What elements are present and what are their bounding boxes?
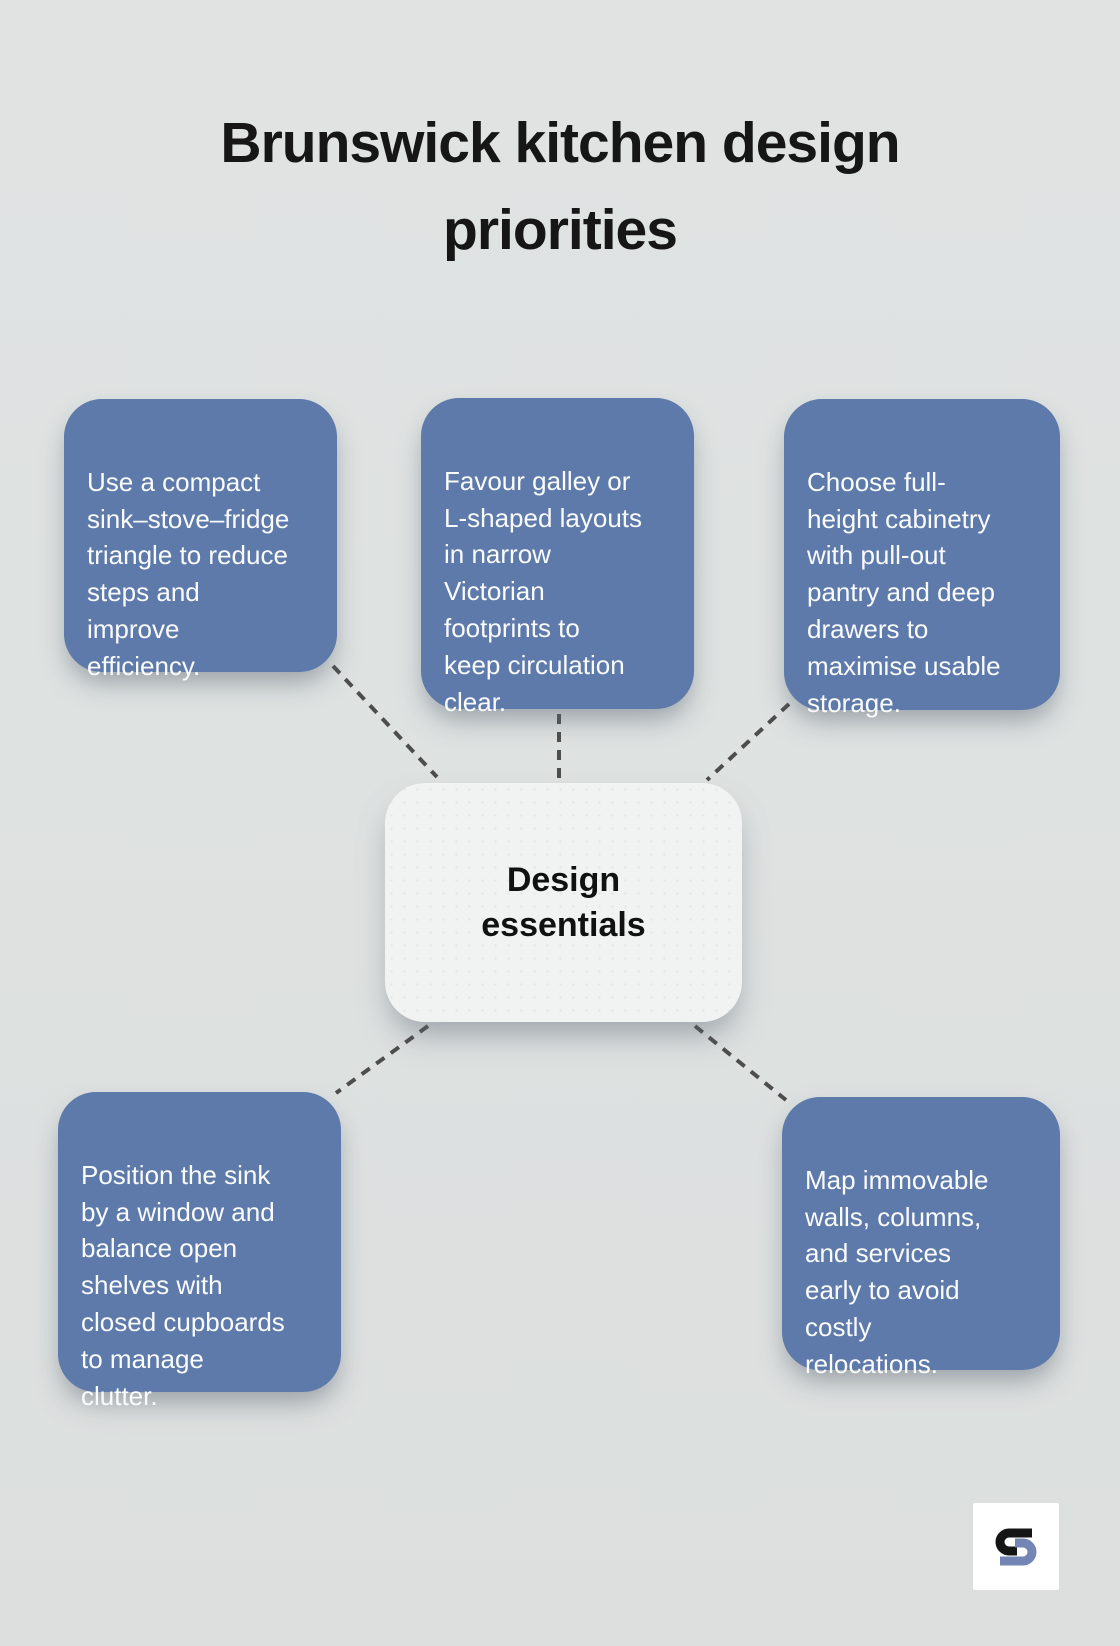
- node-bottom-right-text: Map immovable walls, columns, and servic…: [805, 1164, 989, 1379]
- connector-bottom-left: [334, 1024, 430, 1095]
- node-top-right-text: Choose full- height cabinetry with pull-…: [807, 466, 1001, 718]
- center-node: Design essentials: [385, 783, 742, 1022]
- node-top-right: Choose full- height cabinetry with pull-…: [784, 399, 1060, 718]
- node-bottom-left: Position the sink by a window and balanc…: [58, 1092, 341, 1411]
- node-top-left: Use a compact sink–stove–fridge triangle…: [64, 399, 337, 681]
- node-bottom-right: Map immovable walls, columns, and servic…: [782, 1097, 1060, 1379]
- connector-top-right: [705, 702, 791, 782]
- connector-bottom-right: [693, 1024, 788, 1102]
- page-title: Brunswick kitchen design priorities: [220, 111, 900, 262]
- center-node-label: Design essentials: [481, 860, 646, 944]
- node-top-left-text: Use a compact sink–stove–fridge triangle…: [87, 466, 290, 681]
- logo-badge: [973, 1503, 1059, 1590]
- node-bottom-left-text: Position the sink by a window and balanc…: [81, 1159, 285, 1411]
- node-top-middle: Favour galley or L-shaped layouts in nar…: [421, 398, 694, 717]
- s-monogram-icon: [995, 1528, 1037, 1565]
- node-top-middle-text: Favour galley or L-shaped layouts in nar…: [444, 465, 643, 717]
- connector-top-left: [331, 664, 439, 779]
